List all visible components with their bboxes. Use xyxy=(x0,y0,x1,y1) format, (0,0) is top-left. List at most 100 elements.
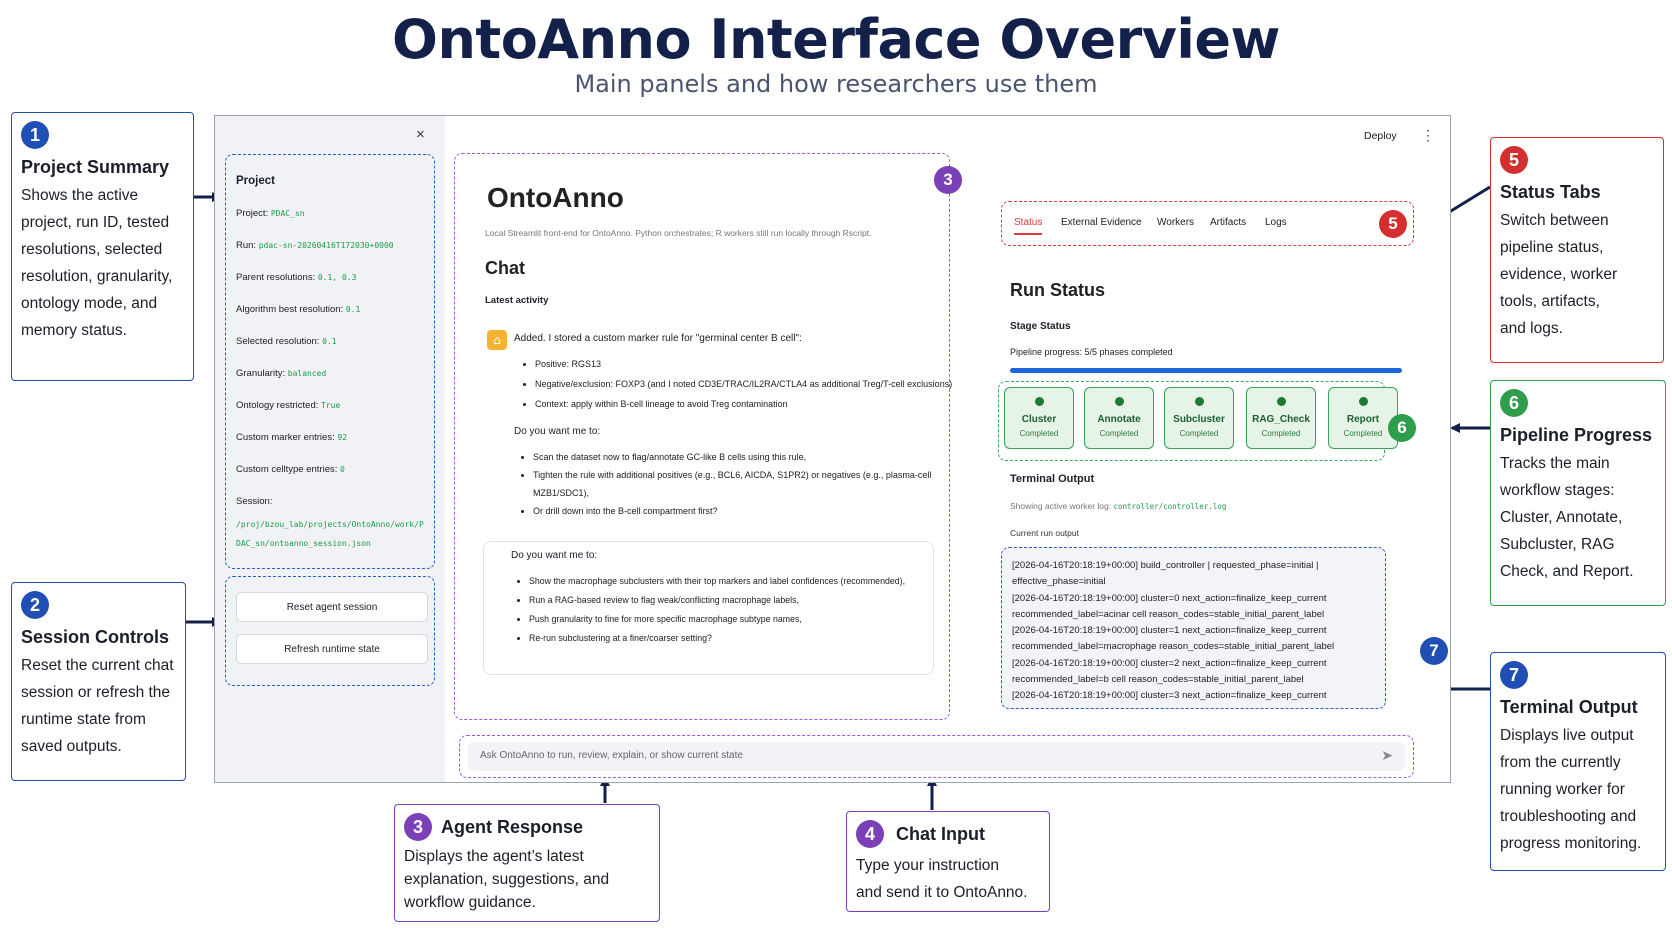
parent-resolutions-row: Parent resolutions: 0.1, 0.3 xyxy=(236,272,357,283)
project-section-title: Project xyxy=(236,175,275,187)
callout-title: Session Controls xyxy=(21,627,170,647)
chat-input-panel: Ask OntoAnno to run, review, explain, or… xyxy=(459,735,1414,778)
close-icon[interactable]: × xyxy=(416,126,425,143)
terminal-output-heading: Terminal Output xyxy=(1010,473,1095,485)
tab-logs[interactable]: Logs xyxy=(1265,217,1287,228)
response-box: Do you want me to: Show the macrophage s… xyxy=(483,541,934,675)
list-item: Negative/exclusion: FOXP3 (and I noted C… xyxy=(535,374,955,394)
app-caption: Local Streamlit front-end for OntoAnno. … xyxy=(485,228,872,238)
terminal-output-panel: [2026-04-16T20:18:19+00:00] build_contro… xyxy=(1001,547,1386,709)
stage-status-label: Stage Status xyxy=(1010,321,1071,332)
status-dot-icon xyxy=(1358,397,1368,406)
log-line: effective_phase=initial xyxy=(1012,576,1106,588)
list-item: Re-run subclustering at a finer/coarser … xyxy=(529,629,929,648)
app-window: × Project Project: PDAC_sn Run: pdac-sn-… xyxy=(214,115,1451,783)
pipeline-progress-fill xyxy=(1010,368,1402,373)
badge-3: 3 xyxy=(934,166,962,194)
session-path-cont: DAC_sn/ontoanno_session.json xyxy=(236,539,371,548)
diagram-title: OntoAnno Interface Overview xyxy=(392,8,1280,71)
refresh-runtime-button[interactable]: Refresh runtime state xyxy=(236,634,428,664)
reset-session-button[interactable]: Reset agent session xyxy=(236,592,428,622)
ontology-row: Ontology restricted: True xyxy=(236,400,341,411)
option-list: Scan the dataset now to flag/annotate GC… xyxy=(533,448,948,520)
status-dot-icon xyxy=(1276,397,1286,406)
log-line: [2026-04-16T20:18:19+00:00] cluster=0 ne… xyxy=(1012,592,1327,604)
callout-number: 4 xyxy=(856,820,884,848)
callout-session-controls: 2 Session Controls Reset the current cha… xyxy=(11,582,186,781)
agent-response-panel: 3 OntoAnno Local Streamlit front-end for… xyxy=(454,153,962,720)
pipeline-progress-text: Pipeline progress: 5/5 phases completed xyxy=(1010,347,1173,357)
callout-number: 5 xyxy=(1500,146,1528,174)
pipeline-progress-track xyxy=(1010,368,1402,373)
badge-7: 7 xyxy=(1420,637,1448,665)
log-line: [2026-04-16T20:18:19+00:00] cluster=2 ne… xyxy=(1012,657,1327,669)
tab-artifacts[interactable]: Artifacts xyxy=(1210,217,1247,228)
list-item: Tighten the rule with additional positiv… xyxy=(533,466,948,502)
log-line: [2026-04-16T20:18:19+00:00] cluster=3 ne… xyxy=(1012,690,1327,702)
list-item: Push granularity to fine for more specif… xyxy=(529,610,929,629)
diagram-subtitle: Main panels and how researchers use them xyxy=(574,70,1098,98)
session-path: /proj/bzou_lab/projects/OntoAnno/work/P xyxy=(236,520,424,529)
status-tabs-panel: Status External Evidence Workers Artifac… xyxy=(1001,201,1414,246)
project-row: Project: PDAC_sn xyxy=(236,208,305,219)
status-dot-icon xyxy=(1034,397,1044,406)
chat-input[interactable]: Ask OntoAnno to run, review, explain, or… xyxy=(468,742,1405,771)
list-item: Scan the dataset now to flag/annotate GC… xyxy=(533,448,948,466)
list-item: Show the macrophage subclusters with the… xyxy=(529,572,929,591)
session-label: Session: xyxy=(236,496,273,507)
granularity-row: Granularity: balanced xyxy=(236,368,327,379)
tab-status[interactable]: Status xyxy=(1014,217,1043,235)
app-title: OntoAnno xyxy=(487,182,624,213)
log-line: [2026-04-16T20:18:19+00:00] cluster=1 ne… xyxy=(1012,625,1327,637)
selected-resolution-row: Selected resolution: 0.1 xyxy=(236,336,337,347)
rule-list: Positive: RGS13 Negative/exclusion: FOXP… xyxy=(535,354,955,414)
badge-5: 5 xyxy=(1379,210,1407,238)
list-item: Run a RAG-based review to flag weak/conf… xyxy=(529,591,929,610)
log-line: [2026-04-16T20:18:19+00:00] build_contro… xyxy=(1012,560,1319,571)
callout-title: Pipeline Progress xyxy=(1500,425,1653,445)
question-text: Do you want me to: xyxy=(514,426,601,437)
callout-title: Chat Input xyxy=(896,823,985,844)
status-dot-icon xyxy=(1194,397,1204,406)
current-run-output-label: Current run output xyxy=(1010,528,1079,538)
latest-activity-label: Latest activity xyxy=(485,295,549,306)
terminal-log: [2026-04-16T20:18:19+00:00] build_contro… xyxy=(1012,558,1334,705)
box-option-list: Show the macrophage subclusters with the… xyxy=(529,572,929,648)
callout-number: 3 xyxy=(404,813,432,841)
callout-title: Terminal Output xyxy=(1500,697,1638,717)
deploy-button[interactable]: Deploy xyxy=(1364,130,1397,142)
menu-icon[interactable]: ⋮ xyxy=(1421,127,1435,143)
callout-agent-response: 3 Agent Response Displays the agent’s la… xyxy=(394,804,660,922)
list-item: Positive: RGS13 xyxy=(535,354,955,374)
callout-title: Agent Response xyxy=(441,816,584,837)
callout-number: 6 xyxy=(1500,389,1528,417)
tab-workers[interactable]: Workers xyxy=(1157,217,1195,228)
custom-celltype-row: Custom celltype entries: 0 xyxy=(236,464,345,475)
session-controls-panel: Reset agent session Refresh runtime stat… xyxy=(225,576,435,686)
best-resolution-row: Algorithm best resolution: 0.1 xyxy=(236,304,361,315)
callout-number: 7 xyxy=(1500,661,1528,689)
callout-title: Status Tabs xyxy=(1500,182,1601,202)
tab-external-evidence[interactable]: External Evidence xyxy=(1061,217,1142,228)
chat-heading: Chat xyxy=(485,258,525,278)
box-question: Do you want me to: xyxy=(511,550,598,561)
message-intro: Added. I stored a custom marker rule for… xyxy=(514,333,802,344)
callout-title: Project Summary xyxy=(21,157,170,177)
log-line: recommended_label=macrophage reason_code… xyxy=(1012,641,1335,653)
callout-number: 2 xyxy=(21,591,49,619)
status-dot-icon xyxy=(1114,397,1124,406)
send-icon[interactable]: ➤ xyxy=(1381,747,1393,763)
